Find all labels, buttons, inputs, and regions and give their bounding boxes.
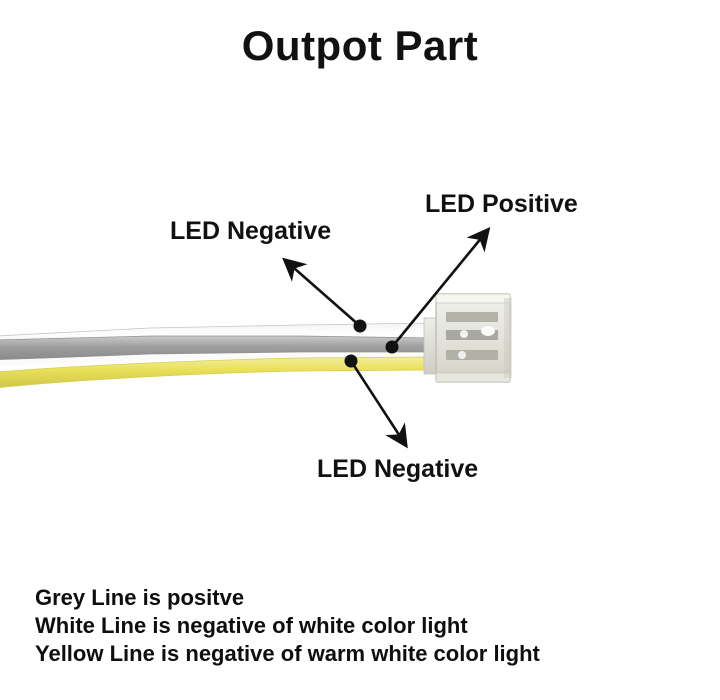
- contact-highlight-b: [460, 330, 468, 338]
- caption-line-white: White Line is negative of white color li…: [35, 613, 468, 638]
- connector-contact-3: [446, 350, 498, 360]
- connector-bottom-lip: [435, 372, 511, 383]
- callout-label-led-negative-bottom: LED Negative: [317, 455, 479, 483]
- cable-photograph: [0, 280, 540, 400]
- connector-contact-1: [446, 312, 498, 322]
- contact-highlight-a: [481, 326, 495, 336]
- contact-highlight-c: [458, 351, 466, 359]
- connector-shadow: [504, 298, 512, 378]
- wire-highlight: [0, 353, 432, 366]
- caption-line-yellow: Yellow Line is negative of warm white co…: [35, 641, 540, 666]
- callout-label-led-negative-top: LED Negative: [170, 217, 332, 245]
- caption-line-grey: Grey Line is positve: [35, 585, 245, 610]
- cable-illustration: [0, 293, 512, 388]
- callout-label-led-positive: LED Positive: [425, 190, 578, 218]
- connector-top-lip: [435, 293, 511, 304]
- page-title: Outpot Part: [241, 22, 479, 69]
